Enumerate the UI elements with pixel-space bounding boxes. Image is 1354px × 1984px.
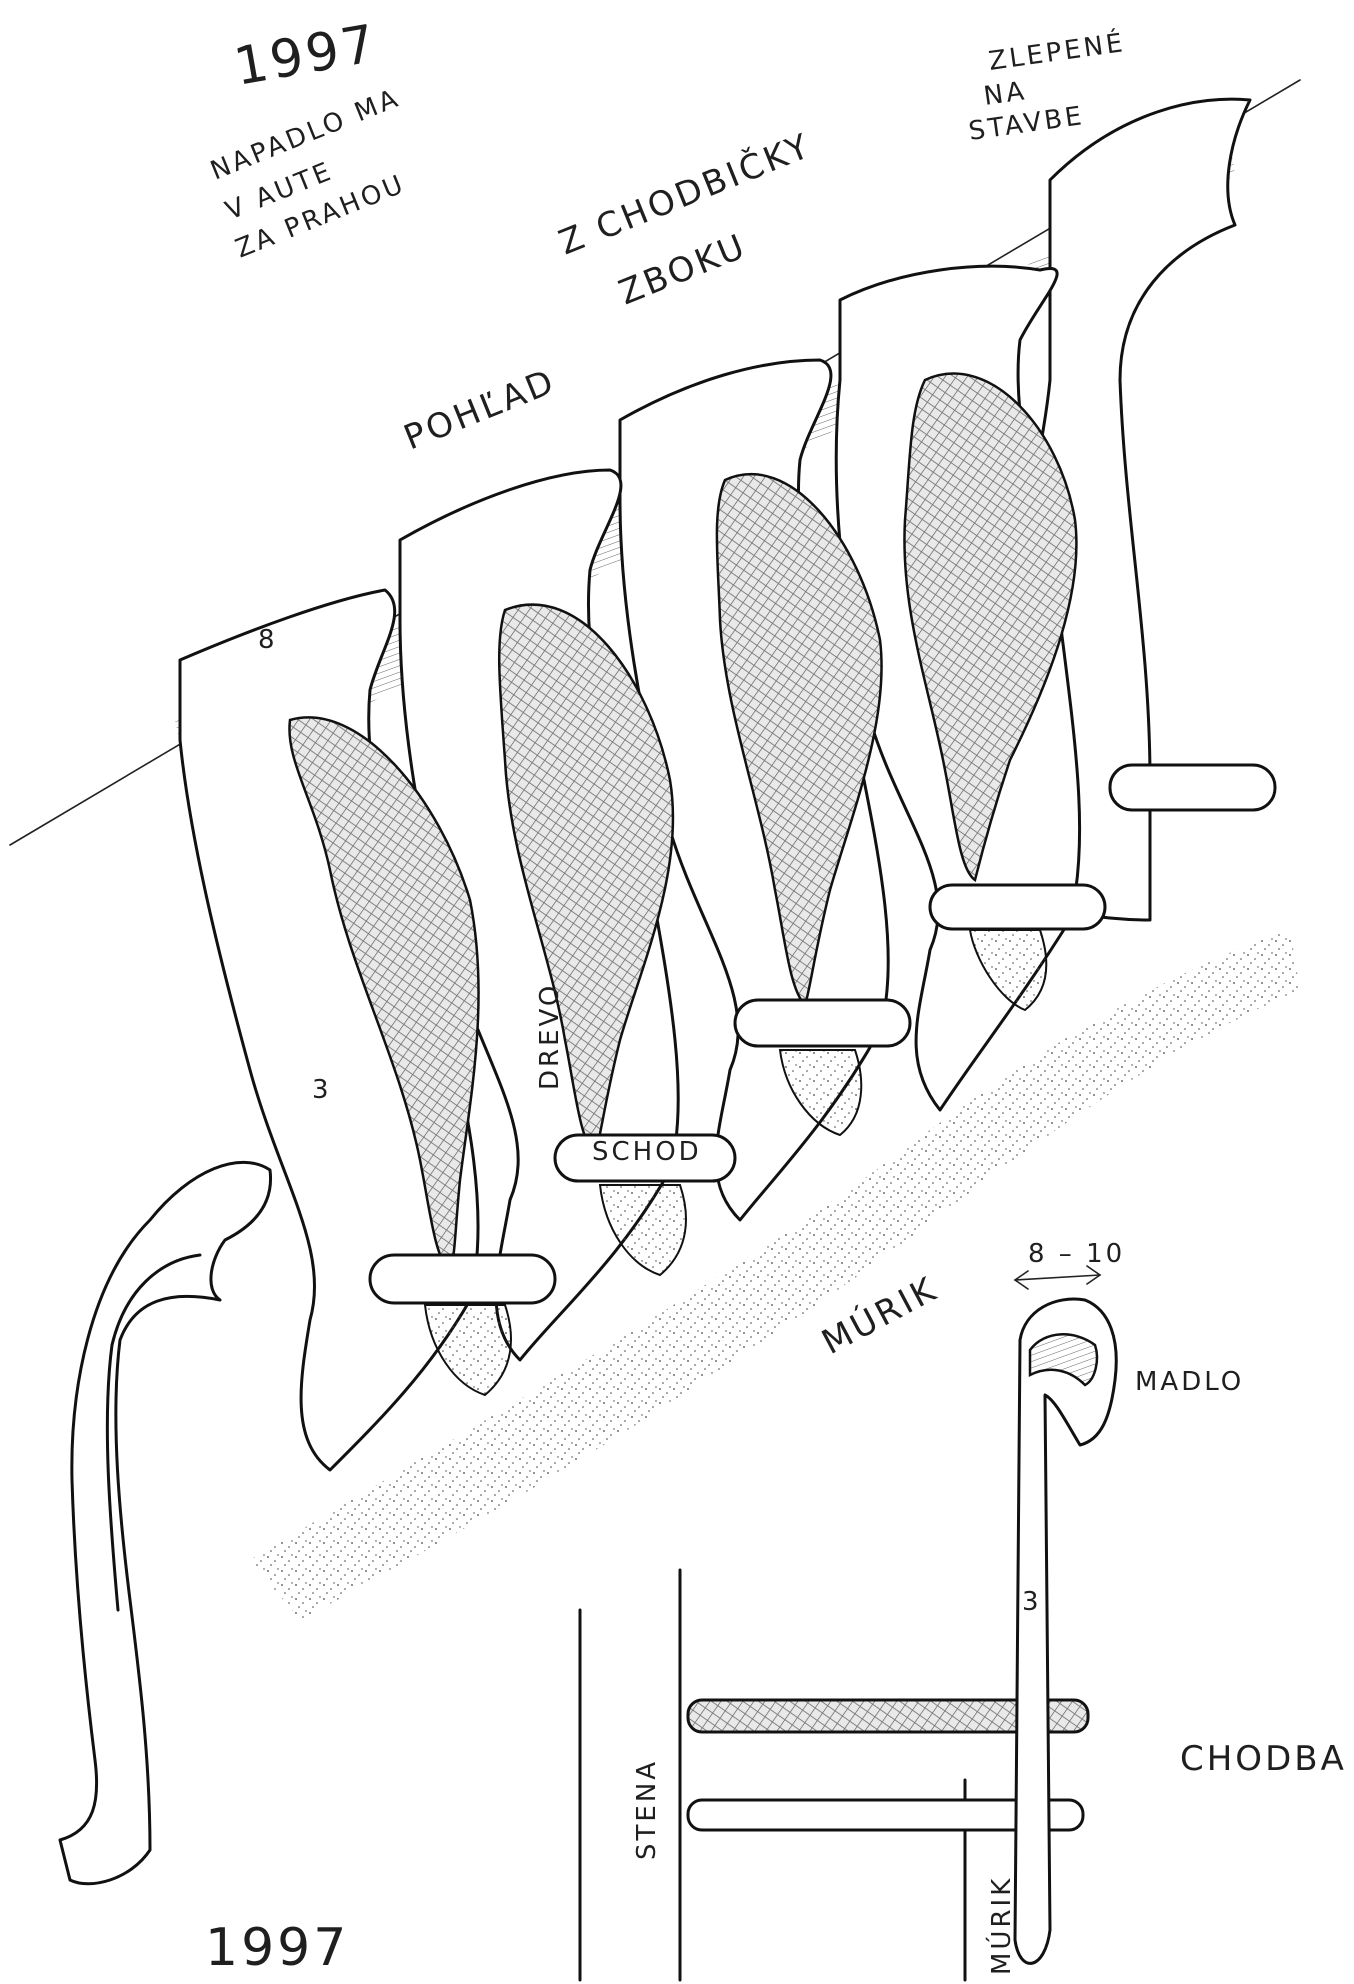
step-label: SCHOD <box>592 1137 702 1167</box>
view-title-line1: Z CHODBIČKY <box>553 125 817 264</box>
width-range-label: 8 – 10 <box>1028 1239 1125 1269</box>
year-top-label: 1997 <box>230 14 383 98</box>
corridor-label: CHODBA <box>1180 1739 1347 1779</box>
glued-note-line2: NA <box>982 76 1029 112</box>
number-8-label: 8 <box>258 625 278 655</box>
wood-label: DREVO <box>535 983 565 1090</box>
low-wall-section-label: MÚRIK <box>985 1876 1017 1975</box>
step-block-5 <box>834 264 1107 1112</box>
step-block-4 <box>618 358 912 1222</box>
tread-bar-top <box>686 1698 1090 1734</box>
handrail-profile <box>58 1160 272 1886</box>
low-wall-stipple <box>250 930 1300 1620</box>
handrail-label: MADLO <box>1135 1367 1244 1397</box>
number-3-label: 3 <box>312 1075 332 1105</box>
handrail-profile-inner <box>105 1253 202 1612</box>
glued-note-line1: ZLEPENÉ <box>987 26 1128 77</box>
view-title-line2: ZBOKU <box>613 226 752 313</box>
handrail-section-cap <box>1028 1333 1099 1387</box>
view-title-line3: POHĽAD <box>398 361 561 458</box>
tread-bar-bottom <box>686 1798 1085 1832</box>
section-number-3-label: 3 <box>1022 1587 1042 1617</box>
step-block-2 <box>178 588 557 1472</box>
year-bottom-label: 1997 <box>205 1918 349 1978</box>
width-dimension-arrow <box>1013 1265 1102 1290</box>
wall-label: STENA <box>632 1759 662 1860</box>
handrail-section <box>1013 1297 1118 1965</box>
